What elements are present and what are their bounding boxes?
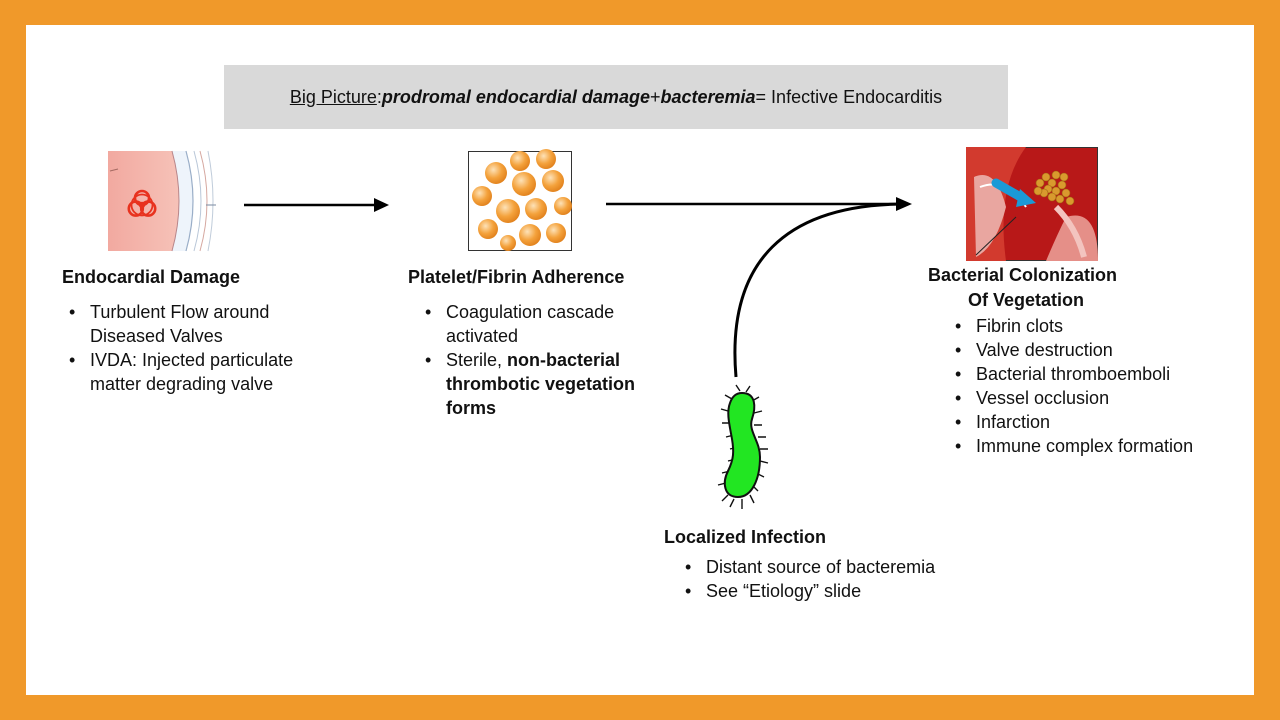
bacterium-icon — [717, 384, 769, 509]
list-item: See “Etiology” slide — [680, 579, 980, 603]
arrow-damage-to-platelet — [244, 198, 389, 212]
list-item-bold: non-bacterial thrombotic vegetation form… — [446, 350, 636, 418]
list-item: Turbulent Flow around Diseased Valves — [64, 300, 324, 348]
list-item: IVDA: Injected particulate matter degrad… — [64, 348, 324, 396]
heading-bacterial-colonization: Bacterial Colonization — [928, 265, 1118, 285]
list-item: Vessel occlusion — [950, 386, 1240, 410]
biohazard-icon — [127, 189, 157, 217]
arrow-infection-curve — [733, 202, 907, 378]
list-bacterial-colonization: Fibrin clots Valve destruction Bacterial… — [950, 314, 1240, 458]
list-localized-infection: Distant source of bacteremia See “Etiolo… — [680, 555, 980, 603]
list-item-plain: Sterile, — [446, 350, 508, 370]
platelets-icon — [468, 149, 572, 251]
banner-term-bacteremia: bacteremia — [660, 86, 756, 107]
list-endocardial-damage: Turbulent Flow around Diseased Valves IV… — [64, 300, 324, 396]
list-item: Bacterial thromboemboli — [950, 362, 1240, 386]
list-item: Sterile, non-bacterial thrombotic vegeta… — [420, 348, 670, 420]
list-platelet-fibrin: Coagulation cascade activated Sterile, n… — [420, 300, 670, 420]
list-item: Valve destruction — [950, 338, 1240, 362]
banner-colon: : — [376, 86, 382, 107]
banner-label: Big Picture — [289, 86, 377, 107]
list-item: Immune complex formation — [950, 434, 1240, 458]
banner-term-damage: prodromal endocardial damage — [381, 86, 650, 107]
banner-equals: = Infective Endocarditis — [755, 86, 943, 107]
heading-platelet-fibrin: Platelet/Fibrin Adherence — [408, 267, 625, 287]
endocardium-image — [108, 150, 216, 252]
list-item: Fibrin clots — [950, 314, 1240, 338]
heading-localized-infection: Localized Infection — [664, 527, 827, 547]
heading-of-vegetation: Of Vegetation — [968, 290, 1085, 310]
list-item: Infarction — [950, 410, 1240, 434]
slide: Big Picture: prodromal endocardial damag… — [26, 25, 1254, 695]
heart-valve-vegetation-icon — [966, 147, 1098, 261]
big-picture-banner: Big Picture: prodromal endocardial damag… — [224, 65, 1008, 129]
heading-endocardial-damage: Endocardial Damage — [62, 267, 241, 287]
list-item: Coagulation cascade activated — [420, 300, 670, 348]
banner-plus: + — [649, 86, 661, 107]
list-item: Distant source of bacteremia — [680, 555, 980, 579]
